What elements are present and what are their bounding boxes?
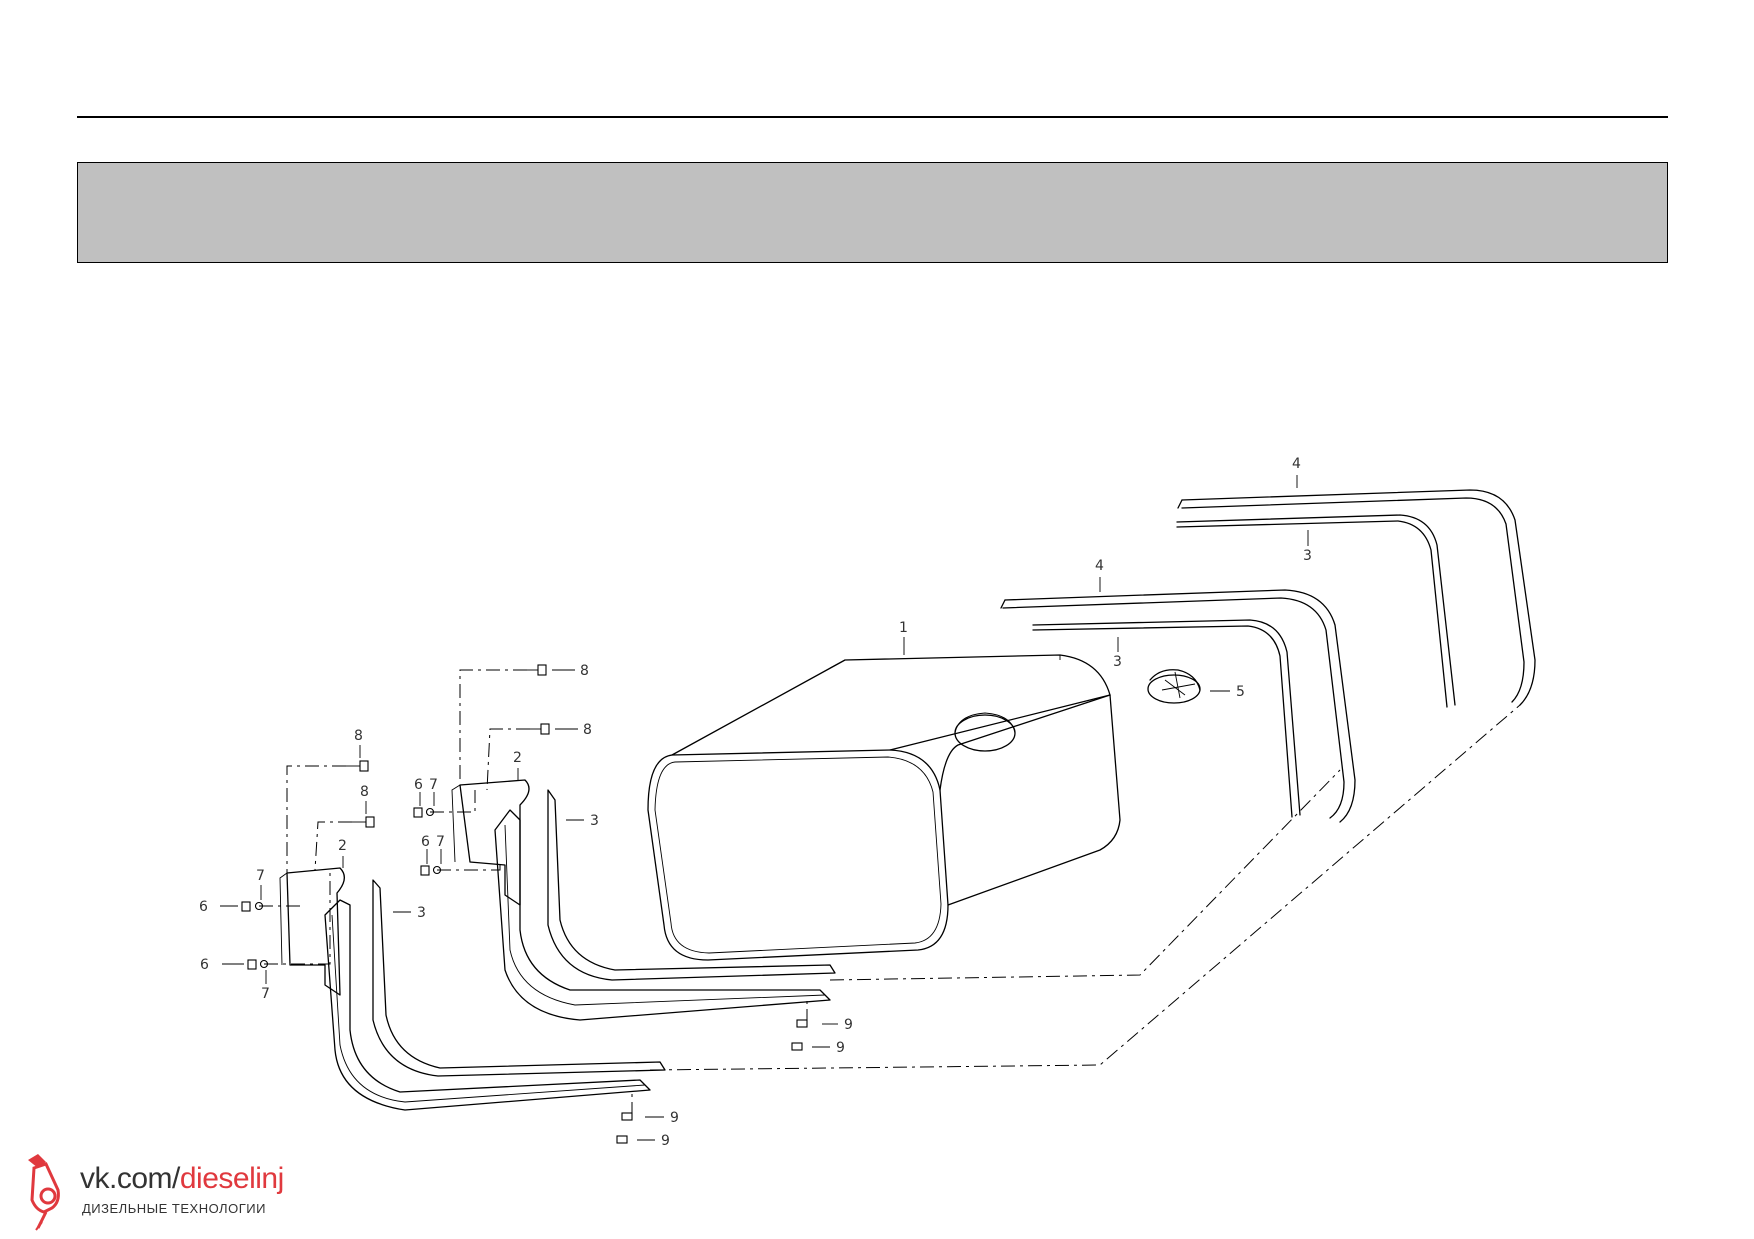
- callout-9d-label: 9: [661, 1133, 670, 1149]
- callout-3-mid: 3: [1113, 637, 1122, 670]
- bolt-8-left-top: [346, 760, 369, 772]
- callout-4-rear: 4: [1292, 456, 1301, 488]
- callout-8d-label: 8: [360, 784, 369, 800]
- callout-4b-label: 4: [1095, 558, 1104, 574]
- filler-cap: [1147, 669, 1201, 704]
- watermark: vk.com/dieselinj ДИЗЕЛЬНЫЕ ТЕХНОЛОГИИ: [8, 1150, 328, 1235]
- injector-icon: [28, 1154, 60, 1231]
- callout-6c-label: 6: [199, 899, 208, 915]
- callout-8a-label: 8: [580, 663, 589, 679]
- callout-7-mid-top: 7: [429, 777, 438, 806]
- callout-4a-label: 4: [1292, 456, 1301, 472]
- callout-6a-label: 6: [414, 777, 423, 793]
- strap-middle-outer: [1000, 589, 1356, 823]
- watermark-subtitle: ДИЗЕЛЬНЫЕ ТЕХНОЛОГИИ: [82, 1201, 266, 1216]
- callout-9-mid-b: 9: [812, 1040, 845, 1056]
- callout-8-mid-bottom: 8: [555, 722, 592, 738]
- callout-3-front-mid: 3: [566, 813, 599, 829]
- bracket-left: [279, 867, 345, 996]
- callout-2-left: 2: [338, 838, 347, 868]
- callout-6-left-bottom: 6: [200, 957, 244, 973]
- callout-3a-label: 3: [1303, 548, 1312, 564]
- callout-7a-label: 7: [429, 777, 438, 793]
- callout-7-mid-bottom: 7: [436, 834, 445, 864]
- callout-3-front-left: 3: [393, 905, 426, 921]
- callout-2b-label: 2: [338, 838, 347, 854]
- callout-1: 1: [899, 620, 908, 655]
- strap-front-left-inner: [372, 879, 666, 1077]
- callout-9a-label: 9: [844, 1017, 853, 1033]
- nut-9-left: [616, 1112, 633, 1144]
- callout-8b-label: 8: [583, 722, 592, 738]
- callout-2a-label: 2: [513, 750, 522, 766]
- callout-7-left-top: 7: [256, 868, 265, 900]
- callout-4-mid: 4: [1095, 558, 1104, 592]
- callout-3c-label: 3: [590, 813, 599, 829]
- watermark-url: vk.com/dieselinj: [80, 1162, 284, 1195]
- watermark-url-accent: dieselinj: [179, 1162, 284, 1195]
- fuel-tank: [647, 654, 1121, 961]
- strap-front-left-outer: [324, 899, 651, 1111]
- assembly-lines: [259, 669, 1521, 1116]
- bracket-mid: [451, 779, 530, 906]
- callout-6b-label: 6: [421, 834, 430, 850]
- callout-7d-label: 7: [261, 986, 270, 1002]
- callout-8-mid-top: 8: [552, 663, 589, 679]
- callout-7-left-bottom: 7: [261, 970, 270, 1002]
- callout-9-left-a: 9: [645, 1110, 679, 1126]
- callout-8c-label: 8: [354, 728, 363, 744]
- callout-6-mid-top: 6: [414, 777, 423, 806]
- callout-8-left-bottom: 8: [360, 784, 369, 814]
- callout-5: 5: [1210, 684, 1245, 700]
- callout-9c-label: 9: [670, 1110, 679, 1126]
- callout-6d-label: 6: [200, 957, 209, 973]
- title-band: [77, 162, 1668, 263]
- strap-rear-outer: [1177, 489, 1536, 706]
- strap-middle-inner: [1032, 619, 1301, 818]
- nut-6-7-left-top: [241, 901, 264, 912]
- callout-9-left-b: 9: [637, 1133, 670, 1149]
- strap-rear-inner: [1176, 514, 1456, 708]
- strap-front-mid-inner: [547, 789, 836, 981]
- callout-3d-label: 3: [417, 905, 426, 921]
- callout-7c-label: 7: [256, 868, 265, 884]
- callout-1-label: 1: [899, 620, 908, 636]
- callout-7b-label: 7: [436, 834, 445, 850]
- strap-front-mid-outer: [494, 809, 831, 1021]
- callout-9b-label: 9: [836, 1040, 845, 1056]
- nut-9-mid: [791, 1019, 808, 1051]
- callout-3-rear: 3: [1303, 530, 1312, 564]
- header-rule: [77, 116, 1668, 118]
- bolt-8-left-bottom: [352, 816, 375, 828]
- callout-6-left-top: 6: [199, 899, 238, 915]
- callout-6-mid-bottom: 6: [421, 834, 430, 864]
- callout-2-mid: 2: [513, 750, 522, 780]
- callout-5-label: 5: [1236, 684, 1245, 700]
- callout-3b-label: 3: [1113, 654, 1122, 670]
- callout-9-mid-a: 9: [822, 1017, 853, 1033]
- callout-8-left-top: 8: [354, 728, 363, 758]
